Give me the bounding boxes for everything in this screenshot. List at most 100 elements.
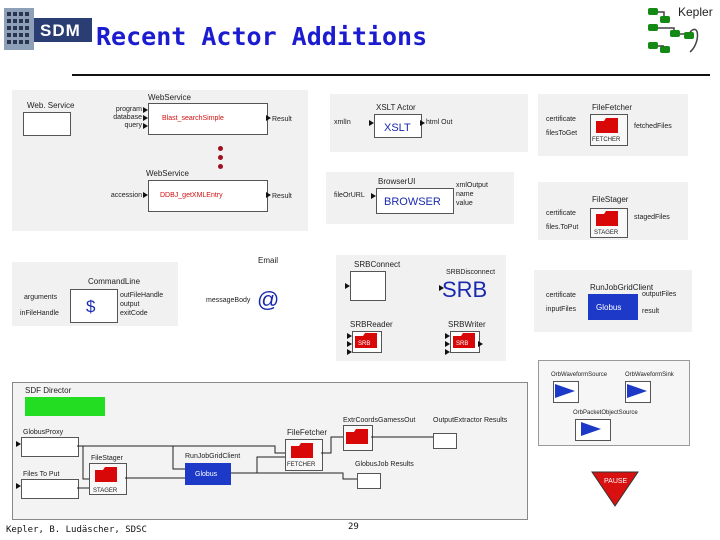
kepler-logo-icon — [648, 8, 699, 53]
workflow-panel: SDF Director GlobusProxy Files To Put Fi… — [12, 382, 528, 520]
filefetcher-center: FETCHER — [592, 137, 621, 143]
ws1-input-program: program — [115, 106, 142, 113]
orb-packet-arrow-icon — [581, 422, 601, 436]
commandline-title: CommandLine — [88, 277, 141, 286]
srb-disconnect-title: SRBDisconnect — [446, 269, 496, 276]
title-rule — [72, 74, 710, 76]
pause-triangle-icon — [591, 471, 639, 507]
xslt-title: XSLT Actor — [376, 103, 416, 112]
srb-writer-title: SRBWriter — [448, 320, 486, 329]
filestager-title: FileStager — [592, 195, 629, 204]
commandline-panel: CommandLine arguments inFileHandle $ out… — [12, 262, 178, 326]
orb-packet-title: OrbPacketObjectSource — [573, 410, 638, 416]
pause-actor[interactable]: PAUSE — [590, 468, 640, 508]
ws2-title: WebService — [146, 169, 189, 178]
browser-output-xml: xmlOutput — [456, 182, 488, 189]
sdm-logo: SDM — [4, 8, 94, 50]
browser-input: fileOrURL — [334, 192, 365, 199]
wf-fetcher-center: FETCHER — [287, 462, 316, 468]
commandline-actor[interactable] — [70, 289, 118, 323]
slide-title: Recent Actor Additions — [96, 22, 428, 51]
commandline-center: $ — [86, 297, 96, 316]
srb-panel: SRBConnect SRBDisconnect SRB SRBReader S… — [336, 255, 506, 361]
filestager-panel: FileStager certificate files.ToPut STAGE… — [538, 182, 688, 240]
wf-job-results-display[interactable] — [357, 473, 381, 489]
wf-runjob-center: Globus — [195, 471, 218, 478]
ws1-input-database: database — [113, 114, 142, 121]
srb-center: SRB — [442, 277, 488, 302]
director-green-bar[interactable] — [25, 397, 105, 416]
srb-reader-port-1 — [347, 333, 352, 339]
srb-reader-port-3 — [347, 349, 352, 355]
fetcher-folder-icon — [596, 118, 618, 133]
ws1-port-in-1 — [143, 107, 148, 113]
runjob-output-result: result — [642, 308, 660, 315]
browser-title: BrowserUI — [378, 177, 416, 186]
xslt-actor[interactable] — [374, 114, 422, 138]
commandline-output-exit: exitCode — [120, 310, 148, 317]
wf-files-to-put-label: Files To Put — [23, 471, 60, 478]
orb-source-arrow-icon — [555, 384, 575, 398]
orb-source-title: OrbWaveformSource — [551, 372, 608, 378]
wf-stager-center: STAGER — [93, 488, 118, 494]
wf-globus-proxy-port — [16, 441, 21, 447]
runjob-panel: RunJobGridClient certificate inputFiles … — [534, 270, 692, 332]
ws1-actor[interactable] — [148, 103, 268, 135]
browser-output-value: value — [456, 200, 473, 207]
srb-writer-icon-text: SRB — [456, 341, 469, 347]
xslt-output: html Out — [426, 119, 453, 126]
wf-extract-folder-icon — [346, 429, 368, 444]
wf-file-stager-label: FileStager — [91, 455, 123, 462]
webservice-icon-label: Web. Service — [27, 101, 75, 110]
filestager-output: stagedFiles — [634, 214, 670, 221]
sdm-logo-icon — [4, 8, 92, 50]
runjob-actor[interactable] — [588, 294, 638, 320]
browser-center: BROWSER — [384, 196, 441, 208]
stager-folder-icon — [596, 211, 618, 226]
srb-connect-actor[interactable] — [350, 271, 386, 301]
wf-runjob-label: RunJobGridClient — [185, 453, 241, 460]
browser-actor[interactable] — [376, 188, 454, 214]
wf-extractor-results-display[interactable] — [433, 433, 457, 449]
wf-globus-proxy-actor[interactable] — [21, 437, 79, 457]
srb-writer-folder-icon — [453, 333, 475, 348]
commandline-output-outfile: outFileHandle — [120, 292, 164, 299]
srb-disconnect-port — [439, 285, 444, 291]
runjob-input-files: inputFiles — [546, 306, 576, 313]
ws2-port-out — [266, 192, 271, 198]
webservice-panel: Web. Service WebService program database… — [12, 90, 308, 231]
srb-writer-port-out — [478, 341, 483, 347]
ws2-port-in — [143, 192, 148, 198]
filefetcher-input-cert: certificate — [546, 116, 576, 123]
filefetcher-panel: FileFetcher certificate filesToGet FETCH… — [538, 94, 688, 156]
webservice-icon-box[interactable] — [23, 112, 71, 136]
srb-reader-port-2 — [347, 341, 352, 347]
commandline-input-infile: inFileHandle — [20, 310, 59, 317]
wf-wires — [77, 436, 433, 489]
orb-sink-title: OrbWaveformSink — [625, 372, 674, 378]
ws1-title: WebService — [148, 93, 191, 102]
wf-runjob-actor[interactable] — [185, 463, 231, 485]
srb-connect-port-in — [345, 283, 350, 289]
wf-file-fetcher-label: FileFetcher — [287, 428, 328, 437]
xslt-input: xmlIn — [334, 119, 351, 126]
srb-writer-port-1 — [445, 333, 450, 339]
filefetcher-title: FileFetcher — [592, 103, 633, 112]
srb-writer-port-2 — [445, 341, 450, 347]
kepler-logo: Kepler — [640, 2, 718, 58]
runjob-center: Globus — [596, 303, 622, 312]
wf-files-to-put-actor[interactable] — [21, 479, 79, 499]
commandline-output-output: output — [120, 301, 140, 308]
ws2-actor[interactable] — [148, 180, 268, 212]
filestager-input-cert: certificate — [546, 210, 576, 217]
xslt-port-out — [420, 120, 425, 126]
browser-panel: BrowserUI fileOrURL BROWSER xmlOutput na… — [326, 172, 514, 224]
browser-port-in — [371, 193, 376, 199]
email-actor-group: Email messageBody @ — [200, 255, 310, 317]
footer-credit: Kepler, B. Ludäscher, SDSC — [6, 525, 147, 535]
kepler-logo-text: Kepler — [678, 5, 713, 19]
email-center: @ — [257, 287, 280, 312]
ws1-port-out — [266, 115, 271, 121]
page-number: 29 — [348, 522, 359, 532]
ws1-center: Blast_searchSimple — [162, 115, 224, 122]
